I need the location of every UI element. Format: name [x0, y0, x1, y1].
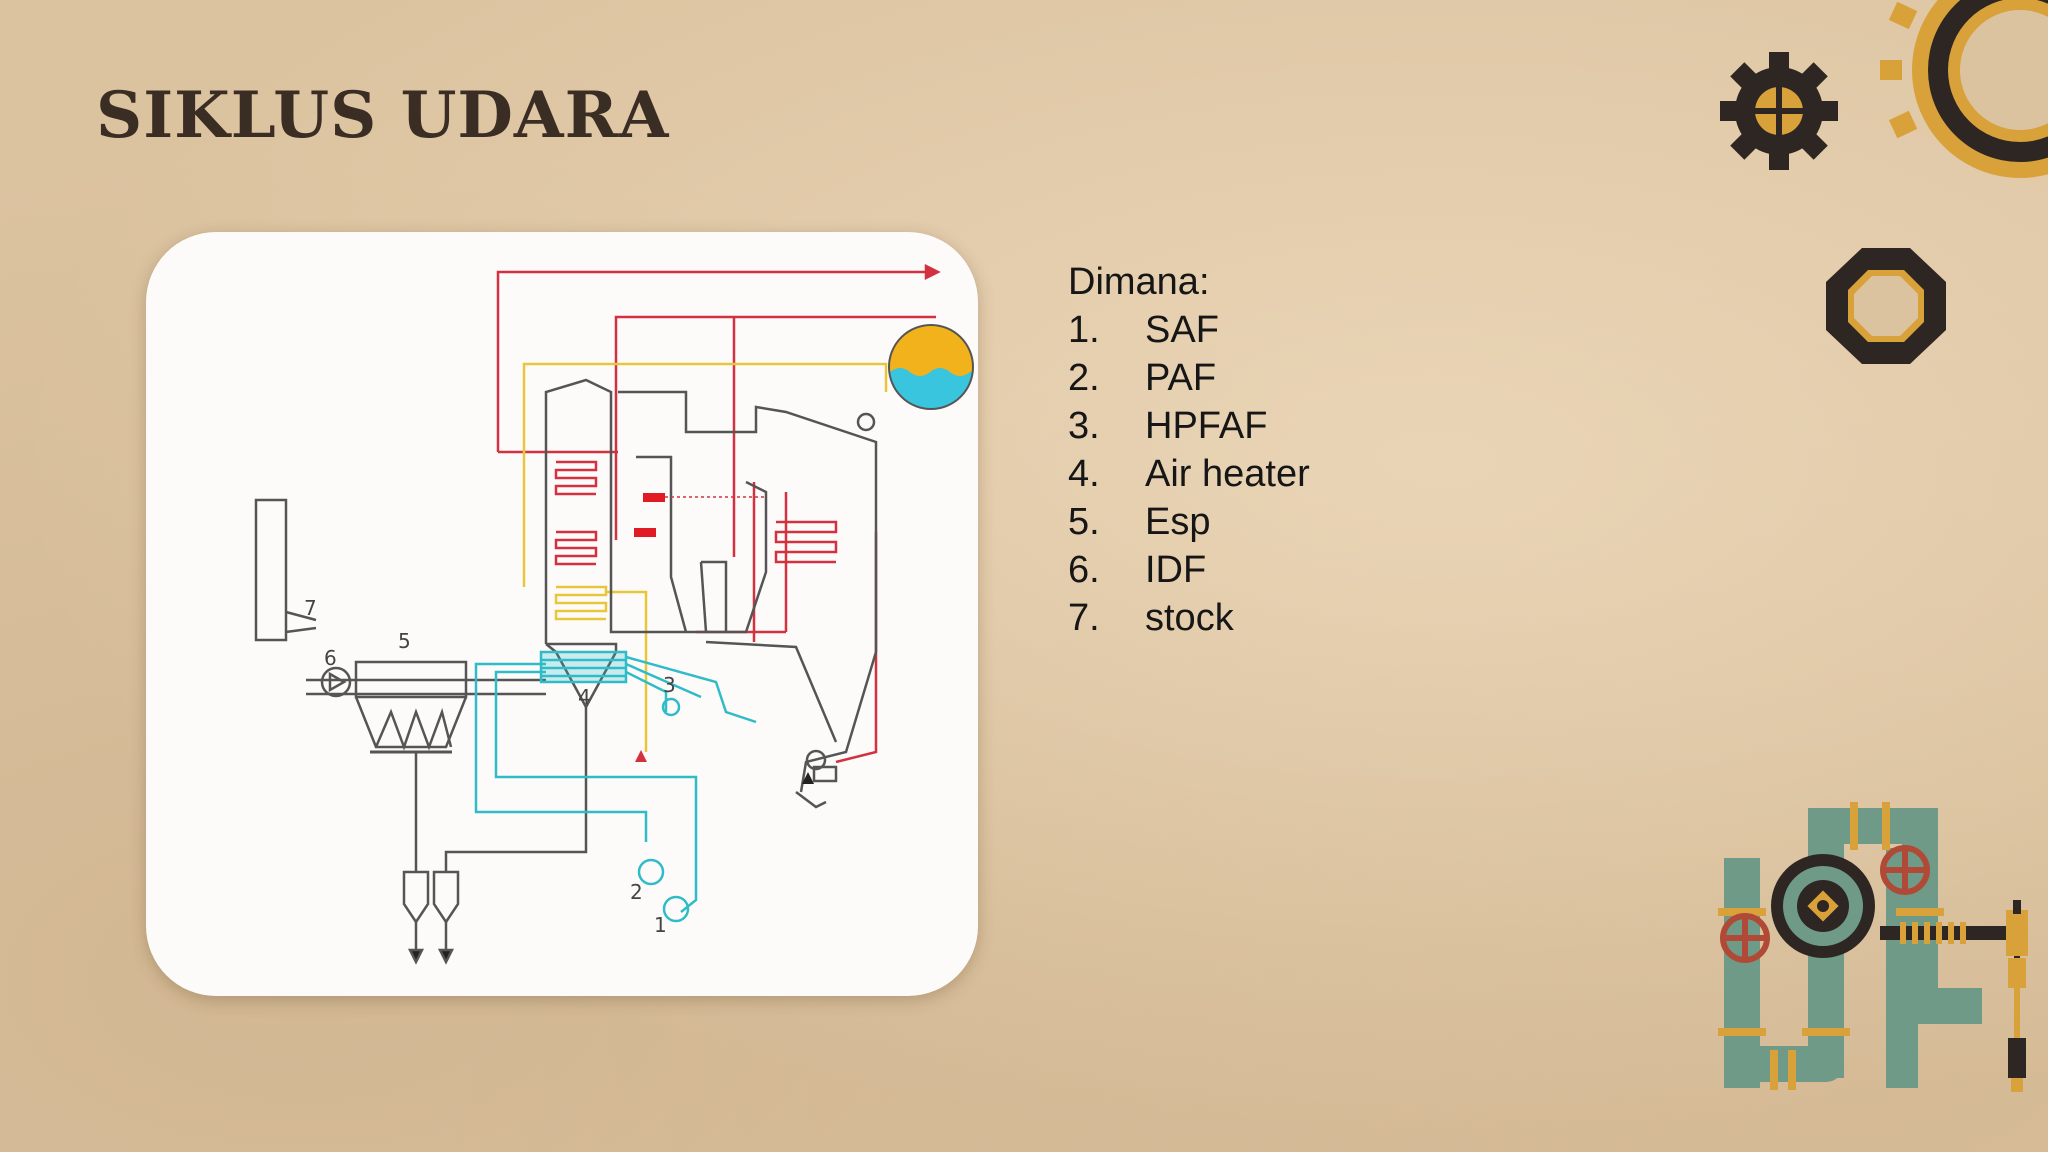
stack-chimney	[254, 498, 288, 642]
legend: Dimana: 1.SAF 2.PAF 3.HPFAF 4.Air heater…	[1068, 258, 1310, 642]
cyan-primary-air-lines	[474, 650, 757, 923]
legend-item: 3.HPFAF	[1068, 405, 1268, 447]
heater-element-1	[643, 493, 665, 502]
legend-list: 1.SAF 2.PAF 3.HPFAF 4.Air heater 5.Esp 6…	[1068, 306, 1310, 642]
gear-icon	[1720, 52, 1838, 170]
slide-title: SIKLUS UDARA	[96, 78, 670, 153]
label-2: 2	[630, 880, 643, 904]
red-arrow-head	[924, 263, 941, 281]
red-marker	[635, 750, 647, 762]
steam-drum	[888, 324, 974, 410]
paf-fan	[637, 858, 665, 886]
label-3: 3	[663, 673, 676, 697]
boiler-air-cycle-diagram: 1 2 3 4 5 6 7	[146, 232, 978, 996]
ash-hopper-2	[432, 870, 460, 925]
yellow-coil	[554, 585, 608, 621]
red-coil-3	[774, 520, 838, 564]
ash-hopper-1	[402, 870, 430, 925]
red-coil-2	[554, 530, 598, 566]
idf-fan	[320, 666, 352, 698]
pipe-machinery-icon	[1718, 802, 2028, 1092]
label-7: 7	[304, 596, 317, 620]
label-1: 1	[654, 913, 667, 937]
legend-item: 7.stock	[1068, 597, 1234, 639]
red-top-line	[496, 270, 926, 452]
red-coil-1	[554, 460, 598, 496]
esp-box	[354, 660, 468, 699]
ring-nut-icon	[1826, 248, 1946, 364]
label-5: 5	[398, 629, 411, 653]
saf-fan	[662, 895, 690, 923]
hpfaf-fan	[661, 697, 681, 717]
legend-item: 5.Esp	[1068, 501, 1211, 543]
diagram-svg: 1 2 3 4 5 6 7	[254, 263, 974, 965]
legend-item: 6.IDF	[1068, 549, 1207, 591]
legend-heading: Dimana:	[1068, 261, 1210, 303]
yellow-lines	[522, 362, 888, 752]
label-4: 4	[578, 685, 591, 709]
large-gear-icon	[1880, 0, 2048, 178]
label-6: 6	[324, 646, 337, 670]
legend-item: 1.SAF	[1068, 309, 1219, 351]
heater-element-2	[634, 528, 656, 537]
legend-item: 4.Air heater	[1068, 453, 1310, 495]
legend-item: 2.PAF	[1068, 357, 1217, 399]
boiler-structure	[254, 378, 878, 965]
